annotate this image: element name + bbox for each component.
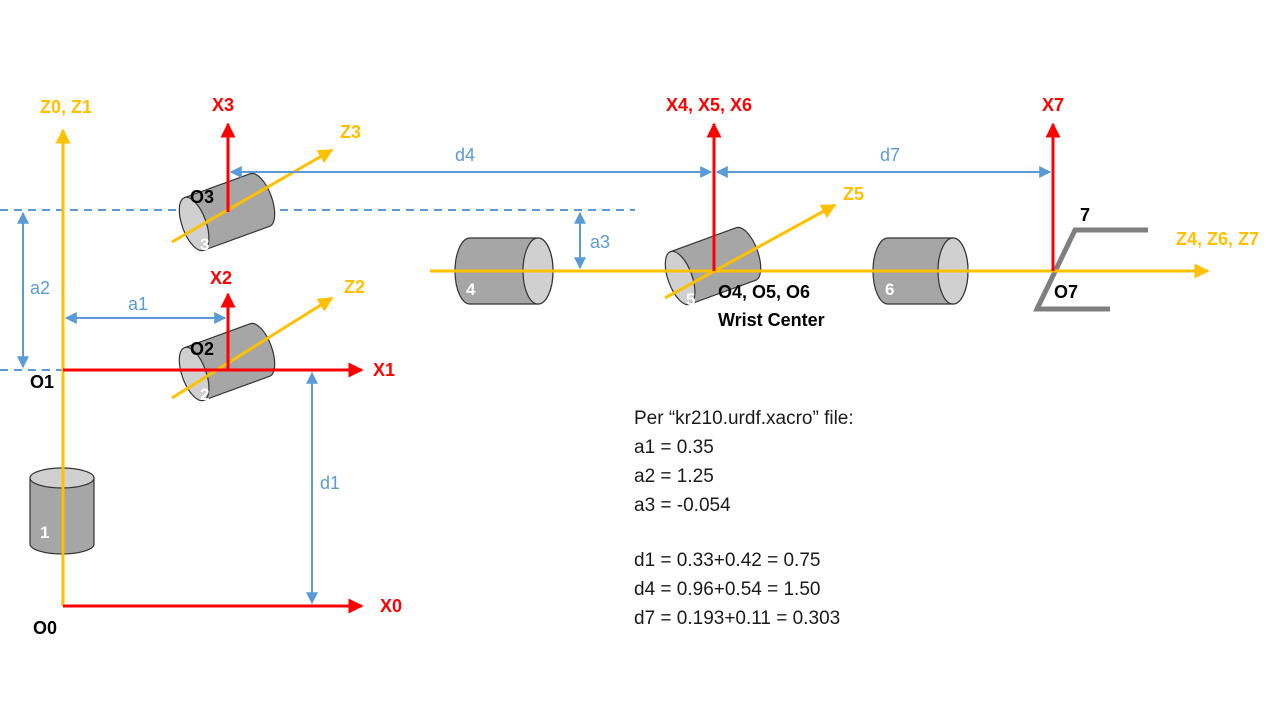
o4-o5-o6-label: O4, O5, O6: [718, 282, 810, 302]
z2-label: Z2: [344, 277, 365, 297]
o2-label: O2: [190, 339, 214, 359]
note-d7: d7 = 0.193+0.11 = 0.303: [634, 608, 841, 629]
note-a1: a1 = 0.35: [634, 437, 714, 458]
o3-label: O3: [190, 187, 214, 207]
z5-axis: [664, 203, 837, 300]
a1-label: a1: [128, 294, 148, 314]
x7-label: X7: [1042, 95, 1064, 115]
notes-spacer: [634, 520, 1154, 546]
d1-label: d1: [320, 473, 340, 493]
dh-parameter-notes: Per “kr210.urdf.xacro” file: a1 = 0.35 a…: [634, 404, 1154, 633]
d4-label: d4: [455, 145, 475, 165]
x4-x5-x6-label: X4, X5, X6: [666, 95, 752, 115]
link-5-label: 5: [686, 290, 695, 309]
link-4-label: 4: [466, 280, 476, 299]
z3-label: Z3: [340, 122, 361, 142]
z3-axis: [171, 148, 334, 244]
x3-label: X3: [212, 95, 234, 115]
a2-label: a2: [30, 278, 50, 298]
z2-axis: [171, 296, 334, 400]
d7-label: d7: [880, 145, 900, 165]
link-5-cylinder: [664, 226, 762, 306]
link-1-label: 1: [40, 523, 49, 542]
wrist-center-label: Wrist Center: [718, 310, 825, 330]
note-d4: d4 = 0.96+0.54 = 1.50: [634, 579, 821, 600]
link-2-label: 2: [200, 385, 209, 404]
z5-label: Z5: [843, 184, 864, 204]
x0-label: X0: [380, 596, 402, 616]
notes-heading: Per “kr210.urdf.xacro” file:: [634, 408, 854, 429]
link-7-label: 7: [1080, 205, 1090, 225]
note-a3: a3 = -0.054: [634, 495, 731, 516]
z4-z6-z7-label: Z4, Z6, Z7: [1176, 229, 1259, 249]
o7-label: O7: [1054, 282, 1078, 302]
o0-label: O0: [33, 618, 57, 638]
z0-z1-label: Z0, Z1: [40, 97, 92, 117]
x2-label: X2: [210, 268, 232, 288]
o1-label: O1: [30, 372, 54, 392]
link-3-label: 3: [200, 235, 209, 254]
a3-label: a3: [590, 232, 610, 252]
note-d1: d1 = 0.33+0.42 = 0.75: [634, 550, 821, 571]
x1-label: X1: [373, 360, 395, 380]
link-6-label: 6: [885, 280, 894, 299]
note-a2: a2 = 1.25: [634, 466, 714, 487]
